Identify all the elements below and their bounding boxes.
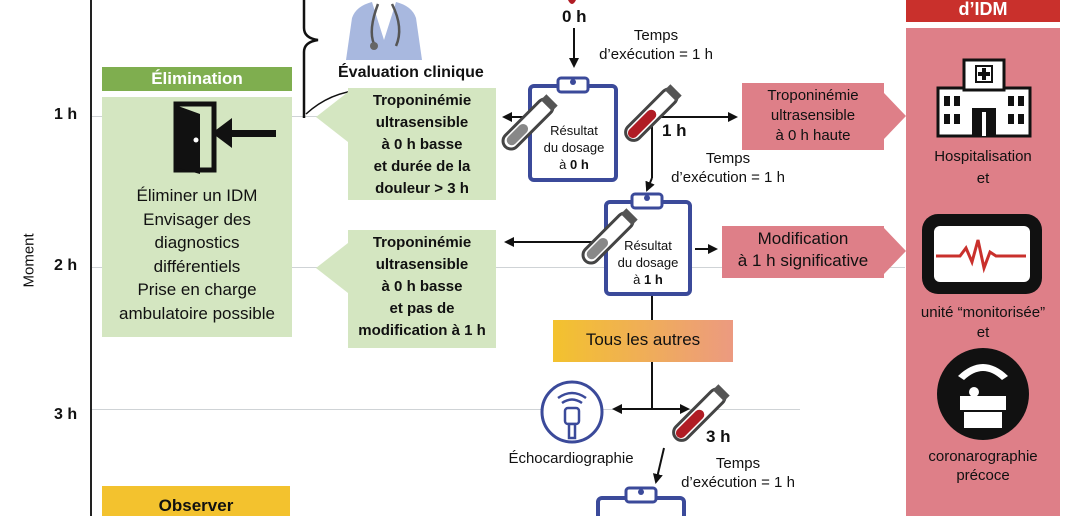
ruleout-box-1: Troponinémie ultrasensible à 0 h basse e…	[348, 88, 496, 200]
ruleout-line: modification à 1 h	[358, 322, 486, 339]
exec-time-line: d’exécution = 1 h	[681, 474, 795, 491]
and-label-1: et	[976, 170, 990, 187]
ruleout-line: à 0 h basse	[381, 278, 463, 295]
ruleout-line: et pas de	[389, 300, 455, 317]
tick-2h: 2 h	[54, 257, 78, 274]
clipboard-icon	[596, 486, 686, 516]
brace-icon	[302, 0, 319, 118]
exec-time-label-2: Temps d’exécution = 1 h	[660, 149, 796, 187]
doctor-icon	[346, 2, 422, 60]
rulein-line: à 0 h haute	[775, 127, 851, 144]
monitor-icon	[922, 214, 1042, 294]
gridline-3h	[92, 409, 800, 410]
coro-label: coronarographie précoce	[906, 447, 1060, 485]
exec-time-line: d’exécution = 1 h	[599, 46, 713, 63]
rulein-line: à 1 h significative	[737, 251, 869, 270]
ruleout-line: et durée de la	[373, 158, 471, 175]
exit-door-icon	[173, 101, 276, 174]
result-0h-label: Résultat du dosage à 0 h	[528, 122, 620, 173]
observer-header: Observer	[102, 486, 290, 516]
echo-label: Échocardiographie	[508, 450, 634, 467]
elimination-line: ambulatoire possible	[119, 303, 275, 323]
angiography-icon	[937, 348, 1029, 440]
clinical-eval-label: Évaluation clinique	[338, 64, 484, 81]
chevron-right-1	[884, 93, 906, 139]
monitor-label: unité “monitorisée”	[920, 304, 1046, 321]
tick-1h: 1 h	[54, 106, 78, 123]
exec-time-label-3: Temps d’exécution = 1 h	[670, 454, 806, 492]
time-axis	[90, 0, 92, 516]
tick-3h: 3 h	[54, 406, 78, 423]
elimination-text: Éliminer un IDM Envisager des diagnostic…	[102, 184, 292, 325]
ruleout-line: ultrasensible	[375, 256, 469, 273]
ruleout-line: douleur > 3 h	[375, 180, 469, 197]
result-line: à	[559, 157, 571, 172]
elimination-line: diagnostics	[154, 233, 240, 252]
rulein-line: Modification	[757, 229, 849, 248]
exec-time-line: Temps	[633, 27, 679, 44]
gridline-2h-right	[495, 267, 905, 268]
ruleout-line: à 0 h basse	[381, 136, 463, 153]
result-line: du dosage	[543, 140, 605, 155]
t1-label: 1 h	[662, 121, 687, 140]
ruleout-line: Troponinémie	[372, 234, 472, 251]
ruleout-box-2: Troponinémie ultrasensible à 0 h basse e…	[348, 230, 496, 348]
rulein-line: ultrasensible	[770, 107, 856, 124]
elimination-line: Prise en charge	[137, 280, 257, 299]
others-label: Tous les autres	[585, 330, 701, 349]
chevron-left-1	[316, 92, 348, 142]
chevron-left-2	[316, 243, 348, 293]
elimination-line: différentiels	[153, 256, 241, 276]
blood-tube-icon	[672, 384, 730, 442]
exec-time-line: Temps	[715, 455, 761, 472]
rulein-box-2: Modification à 1 h significative	[722, 226, 884, 278]
result-line: Résultat	[624, 238, 672, 253]
elimination-header: Élimination	[102, 67, 292, 91]
blood-tube-icon	[624, 84, 682, 142]
result-line: Résultat	[550, 123, 598, 138]
exec-time-label-1: Temps d’exécution = 1 h	[588, 26, 724, 64]
hospital-icon	[936, 58, 1032, 138]
test-tube-icon	[501, 94, 558, 151]
ruleout-line: Troponinémie	[372, 92, 472, 109]
t3-label: 3 h	[706, 427, 731, 446]
elimination-line: Envisager des	[143, 209, 251, 229]
and-label-2: et	[976, 324, 990, 341]
ruleout-line: ultrasensible	[375, 114, 469, 131]
elimination-line: Éliminer un IDM	[136, 186, 258, 205]
ultrasound-probe-icon	[540, 380, 604, 444]
result-line: à	[633, 272, 645, 287]
rulein-line: Troponinémie	[767, 87, 859, 104]
hospital-label: Hospitalisation	[934, 148, 1032, 165]
idm-header: d’IDM	[906, 0, 1060, 22]
result-line: 0 h	[570, 157, 589, 172]
chevron-right-2	[884, 228, 906, 274]
coro-line: précoce	[956, 467, 1010, 484]
rulein-box-1: Troponinémie ultrasensible à 0 h haute	[742, 83, 884, 150]
exec-time-line: d’exécution = 1 h	[671, 169, 785, 186]
t0-label: 0 h	[562, 7, 587, 26]
result-line: du dosage	[617, 255, 679, 270]
others-box	[553, 320, 733, 362]
result-1h-label: Résultat du dosage à 1 h	[604, 237, 692, 288]
result-line: 1 h	[644, 272, 663, 287]
exec-time-line: Temps	[705, 150, 751, 167]
coro-line: coronarographie	[928, 448, 1038, 465]
test-tube-icon	[581, 208, 638, 265]
